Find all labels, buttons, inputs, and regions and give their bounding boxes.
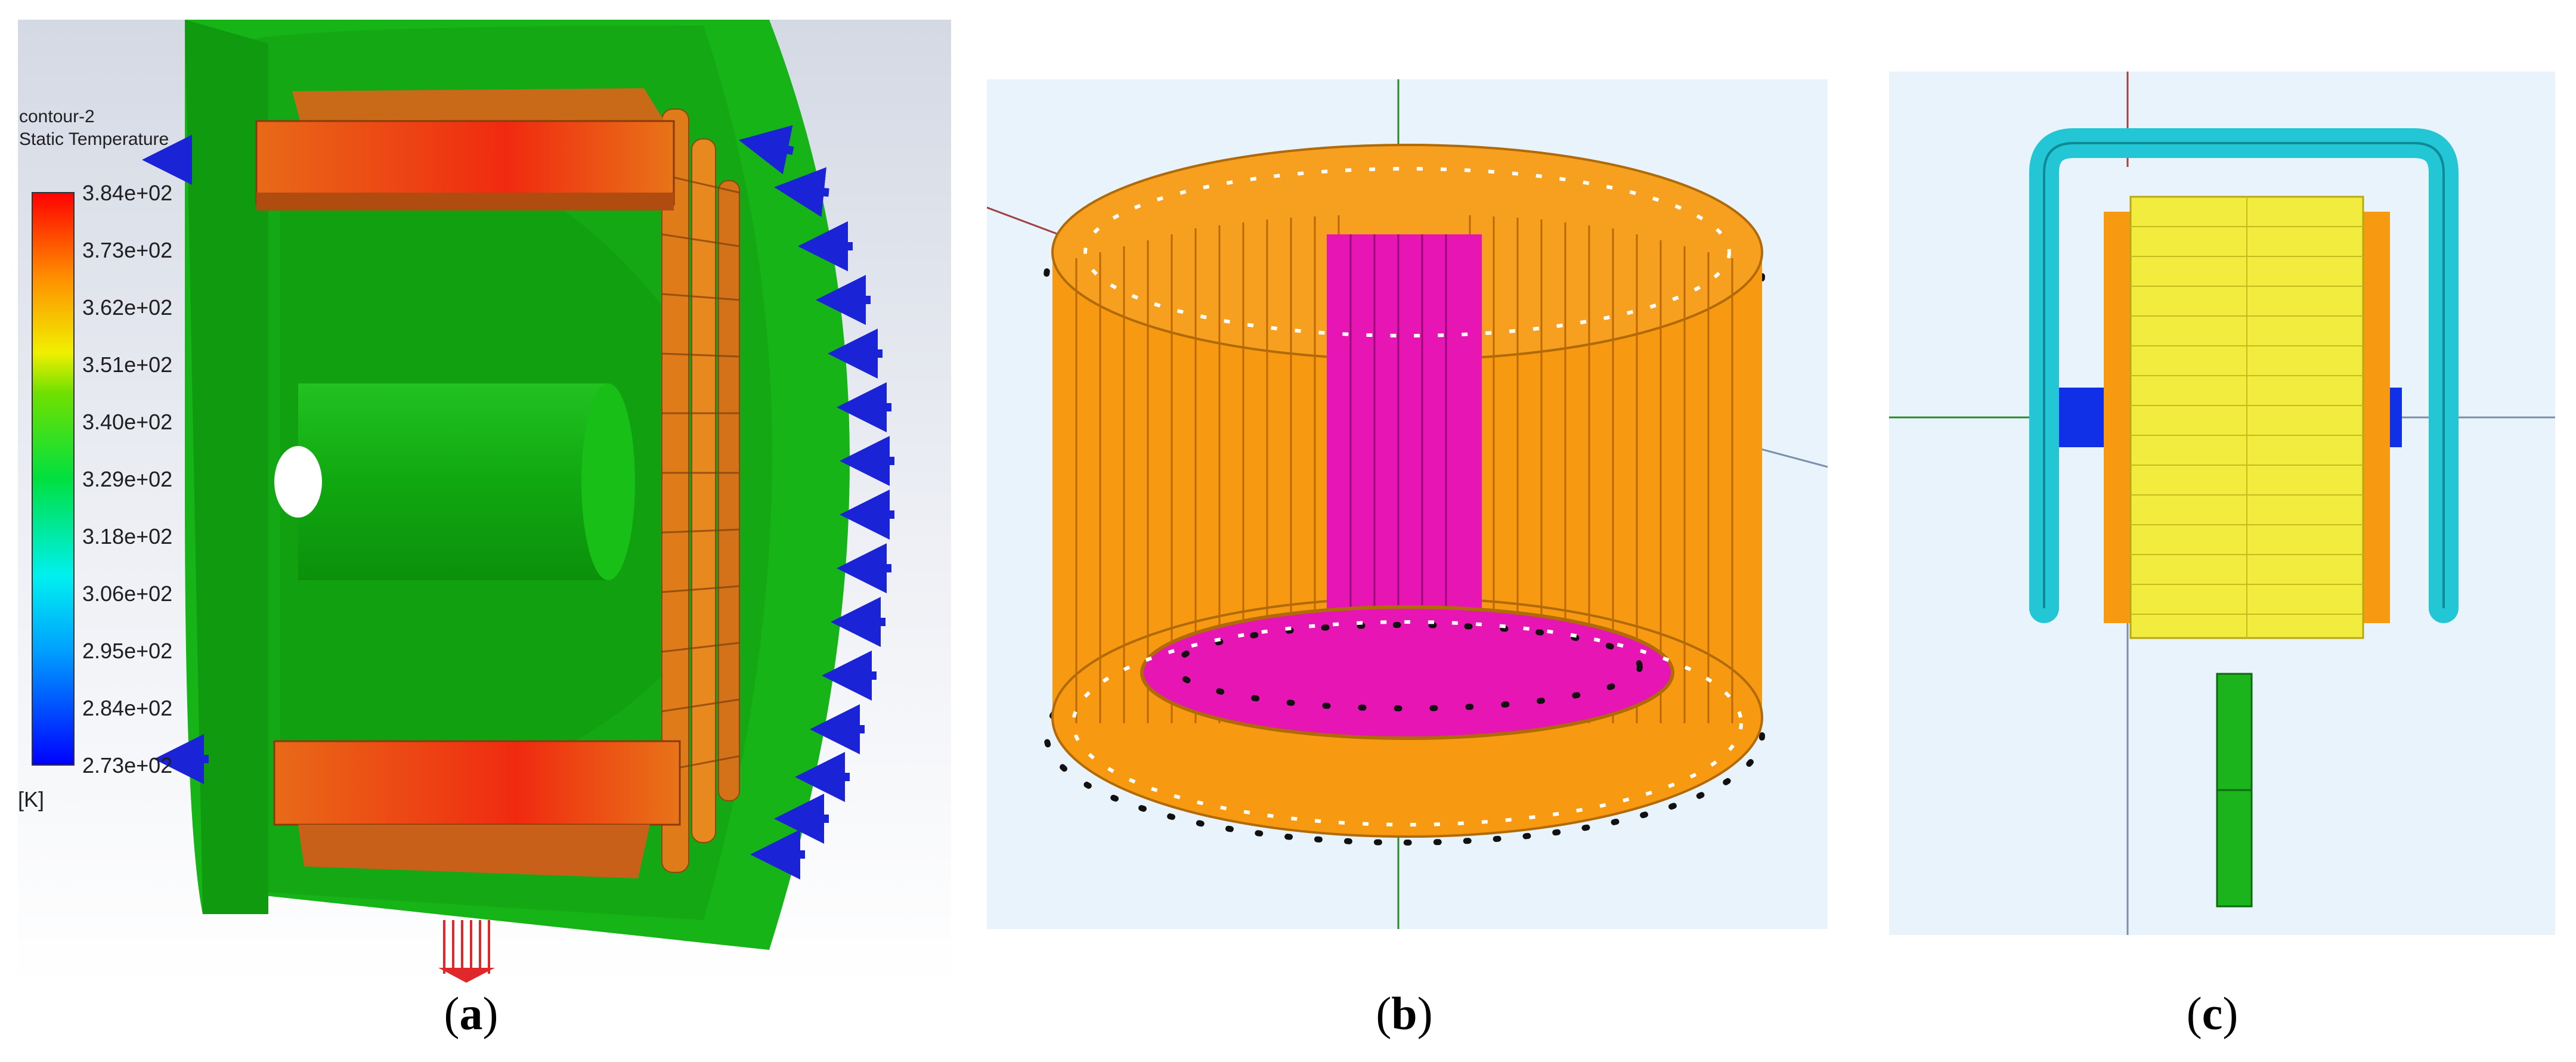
- cb-tick-6: 3.18e+02: [82, 524, 172, 549]
- caption-a: (a): [444, 987, 499, 1039]
- thermal-model-view: contour-2 Static Temperature 3.84e+02 3.…: [18, 20, 894, 983]
- panel-a-thermal-contour: contour-2 Static Temperature 3.84e+02 3.…: [18, 20, 951, 987]
- cb-tick-0: 3.84e+02: [82, 181, 172, 205]
- cb-tick-2: 3.62e+02: [82, 295, 172, 320]
- orange-end-block-left: [2104, 212, 2134, 623]
- winding-3d-view: [987, 79, 1828, 929]
- unit-label: [K]: [18, 787, 44, 812]
- panel-c-cooling-layout: [1889, 72, 2555, 935]
- cb-tick-7: 3.06e+02: [82, 581, 172, 606]
- cb-tick-4: 3.40e+02: [82, 410, 172, 434]
- caption-c: (c): [2186, 987, 2238, 1039]
- outlet-flow-arrows: [438, 920, 495, 983]
- cb-tick-5: 3.29e+02: [82, 467, 172, 491]
- cb-tick-9: 2.84e+02: [82, 696, 172, 720]
- orange-end-block-right: [2360, 212, 2390, 623]
- colorbar-tick-labels: 3.84e+02 3.73e+02 3.62e+02 3.51e+02 3.40…: [82, 181, 172, 778]
- core-bottom-opening: [1140, 605, 1674, 740]
- end-turn-coils: [661, 109, 740, 873]
- bottom-winding-bar: [273, 740, 681, 878]
- variable-name: Static Temperature: [19, 129, 169, 149]
- panel-b-winding-model: [987, 79, 1828, 929]
- contour-name: contour-2: [19, 107, 95, 126]
- temperature-colorbar: [32, 192, 75, 766]
- outer-hole-ring-bottom: [1044, 625, 1765, 846]
- inner-hole-ring: [1172, 622, 1643, 711]
- cb-tick-10: 2.73e+02: [82, 753, 172, 778]
- cb-tick-8: 2.95e+02: [82, 639, 172, 663]
- shaft: [298, 383, 608, 580]
- cooling-side-view: [1889, 72, 2555, 935]
- inlet-flow-arrows: [142, 125, 894, 880]
- caption-b: (b): [1376, 987, 1433, 1039]
- top-winding-bar: [255, 88, 675, 210]
- cb-tick-3: 3.51e+02: [82, 352, 172, 377]
- cb-tick-1: 3.73e+02: [82, 238, 172, 262]
